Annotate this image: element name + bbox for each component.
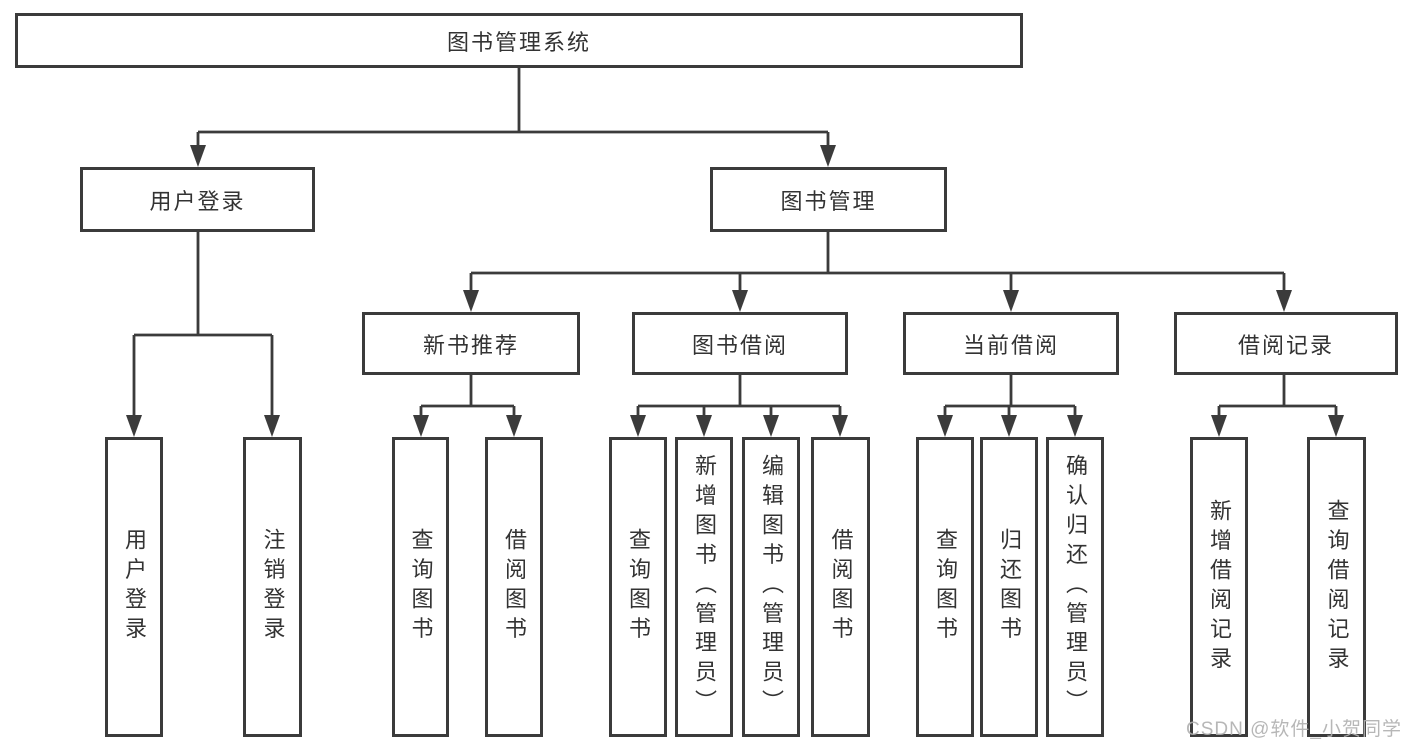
leaf-borrow-books-1: 借阅图书 [485,437,543,737]
leaf-return-book: 归还图书 [980,437,1038,737]
leaf-add-borrow-record-label: 新增借阅记录 [1207,498,1232,676]
arrow-down-icon [190,145,206,167]
leaf-query-borrow-record: 查询借阅记录 [1307,437,1366,737]
leaf-query-books-1: 查询图书 [392,437,449,737]
leaf-borrow-books-2-label: 借阅图书 [828,528,854,646]
arrow-down-icon [732,290,748,312]
arrow-down-icon [413,415,429,437]
arrow-down-icon [1211,415,1227,437]
arrow-down-icon [126,415,142,437]
leaf-add-borrow-record: 新增借阅记录 [1190,437,1248,737]
leaf-borrow-books-1-label: 借阅图书 [502,528,527,646]
leaf-logout-label: 注销登录 [260,528,286,646]
arrow-down-icon [763,415,779,437]
node-book-borrow-label: 图书借阅 [691,332,788,358]
node-current-borrow: 当前借阅 [903,312,1119,375]
arrow-down-icon [506,415,522,437]
leaf-query-books-3-label: 查询图书 [933,528,958,646]
node-borrow-records-label: 借阅记录 [1237,332,1334,358]
node-current-borrow-label: 当前借阅 [962,332,1059,358]
arrow-down-icon [937,415,953,437]
leaf-query-books-2-label: 查询图书 [626,528,651,646]
leaf-query-books-1-label: 查询图书 [408,528,434,646]
leaf-confirm-return-admin-label: 确认归还（管理员） [1063,454,1088,720]
arrow-down-icon [1328,415,1344,437]
leaf-borrow-books-2: 借阅图书 [811,437,870,737]
arrow-down-icon [463,290,479,312]
arrow-down-icon [1276,290,1292,312]
node-borrow-records: 借阅记录 [1174,312,1398,375]
leaf-logout: 注销登录 [243,437,302,737]
arrow-down-icon [1003,290,1019,312]
arrow-down-icon [630,415,646,437]
leaf-edit-book-admin-label: 编辑图书（管理员） [759,454,784,720]
leaf-edit-book-admin: 编辑图书（管理员） [742,437,800,737]
node-library-management-system-label: 图书管理系统 [446,29,591,55]
leaf-query-borrow-record-label: 查询借阅记录 [1324,498,1350,676]
leaf-user-login: 用户登录 [105,437,163,737]
arrow-down-icon [264,415,280,437]
arrow-down-icon [1067,415,1083,437]
node-new-book-recommend: 新书推荐 [362,312,580,375]
node-library-management-system: 图书管理系统 [15,13,1023,68]
leaf-add-book-admin-label: 新增图书（管理员） [692,454,717,720]
arrow-down-icon [832,415,848,437]
arrow-down-icon [1001,415,1017,437]
leaf-add-book-admin: 新增图书（管理员） [675,437,733,737]
leaf-user-login-label: 用户登录 [122,528,147,646]
leaf-return-book-label: 归还图书 [997,528,1022,646]
node-book-borrow: 图书借阅 [632,312,848,375]
arrow-down-icon [820,145,836,167]
node-new-book-recommend-label: 新书推荐 [422,332,519,358]
node-user-login-label: 用户登录 [149,188,246,214]
node-book-management: 图书管理 [710,167,947,232]
arrowheads [126,145,1344,437]
arrow-down-icon [696,415,712,437]
leaf-query-books-2: 查询图书 [609,437,667,737]
leaf-confirm-return-admin: 确认归还（管理员） [1046,437,1104,737]
node-book-management-label: 图书管理 [780,188,877,214]
leaf-query-books-3: 查询图书 [916,437,974,737]
node-user-login: 用户登录 [80,167,315,232]
